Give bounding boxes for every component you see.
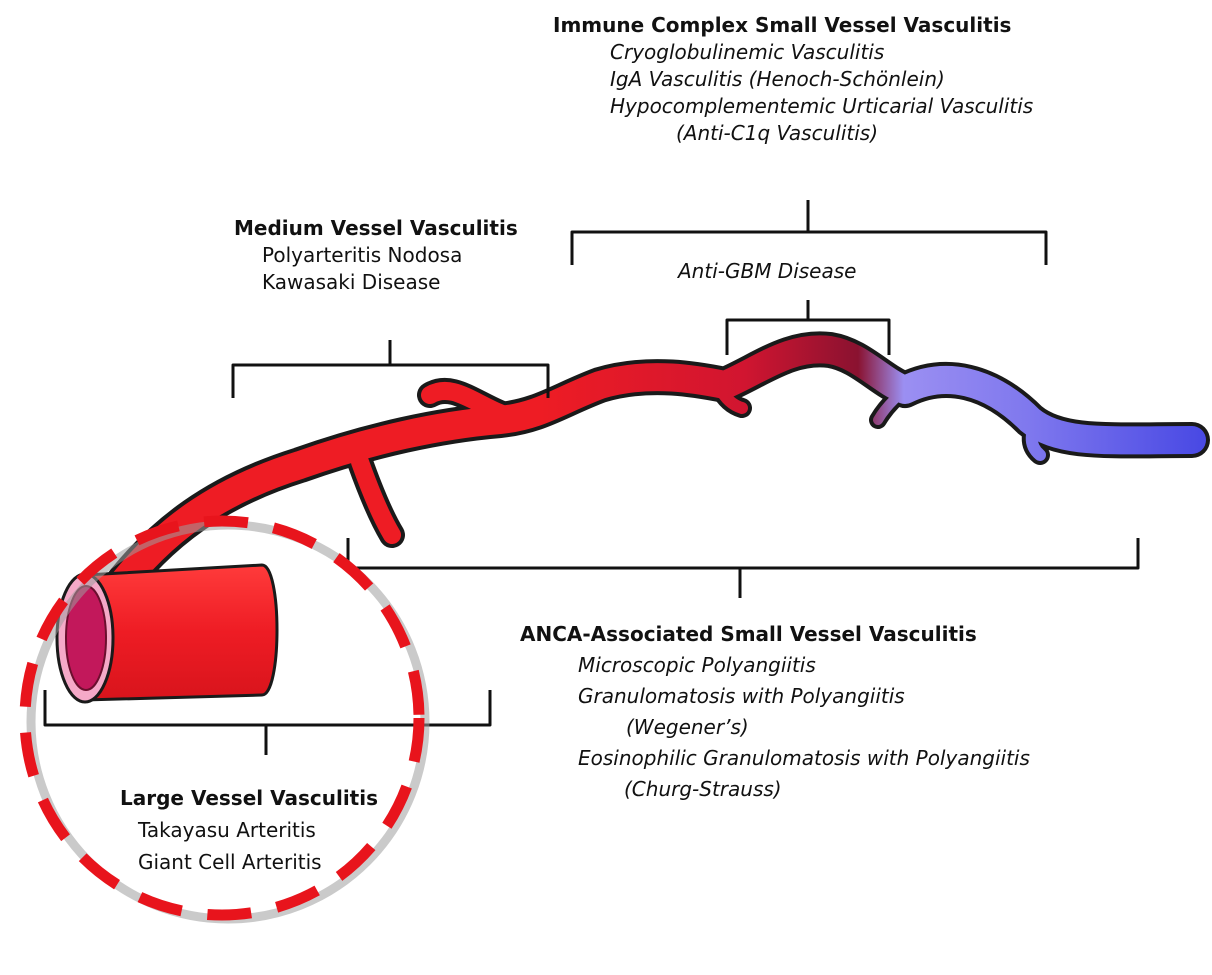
medium-vessel-bracket (233, 340, 548, 398)
anca-item: Eosinophilic Granulomatosis with Polyang… (578, 745, 1030, 772)
anca-group: ANCA-Associated Small Vessel Vasculitis … (520, 621, 1030, 803)
anca-item: Microscopic Polyangiitis (578, 652, 1030, 679)
immune-complex-item: (Anti-C1q Vasculitis) (676, 120, 1033, 147)
immune-complex-group: Immune Complex Small Vessel Vasculitis C… (553, 12, 1033, 147)
large-vessel-item: Giant Cell Arteritis (138, 849, 378, 876)
immune-complex-item: Cryoglobulinemic Vasculitis (610, 39, 1033, 66)
medium-vessel-item: Polyarteritis Nodosa (262, 242, 518, 269)
large-vessel-heading: Large Vessel Vasculitis (120, 785, 378, 812)
anti-gbm-group: Anti-GBM Disease (678, 258, 856, 285)
medium-vessel-heading: Medium Vessel Vasculitis (234, 215, 518, 242)
large-vessel-group: Large Vessel Vasculitis Takayasu Arterit… (120, 785, 378, 876)
medium-vessel-item: Kawasaki Disease (262, 269, 518, 296)
anca-item: (Churg-Strauss) (624, 776, 1030, 803)
immune-complex-item: IgA Vasculitis (Henoch-Schönlein) (610, 66, 1033, 93)
immune-complex-heading: Immune Complex Small Vessel Vasculitis (553, 12, 1033, 39)
vessel-tree (110, 349, 1192, 600)
anti-gbm-label: Anti-GBM Disease (678, 258, 856, 285)
immune-complex-bracket (572, 200, 1046, 265)
large-vessel-item: Takayasu Arteritis (138, 817, 378, 844)
medium-vessel-group: Medium Vessel Vasculitis Polyarteritis N… (234, 215, 518, 296)
anca-item: (Wegener’s) (626, 714, 1030, 741)
immune-complex-item: Hypocomplementemic Urticarial Vasculitis (610, 93, 1033, 120)
anca-item: Granulomatosis with Polyangiitis (578, 683, 1030, 710)
anca-heading: ANCA-Associated Small Vessel Vasculitis (520, 621, 1030, 648)
anca-bracket (348, 538, 1138, 598)
main-vessel (110, 349, 1192, 600)
